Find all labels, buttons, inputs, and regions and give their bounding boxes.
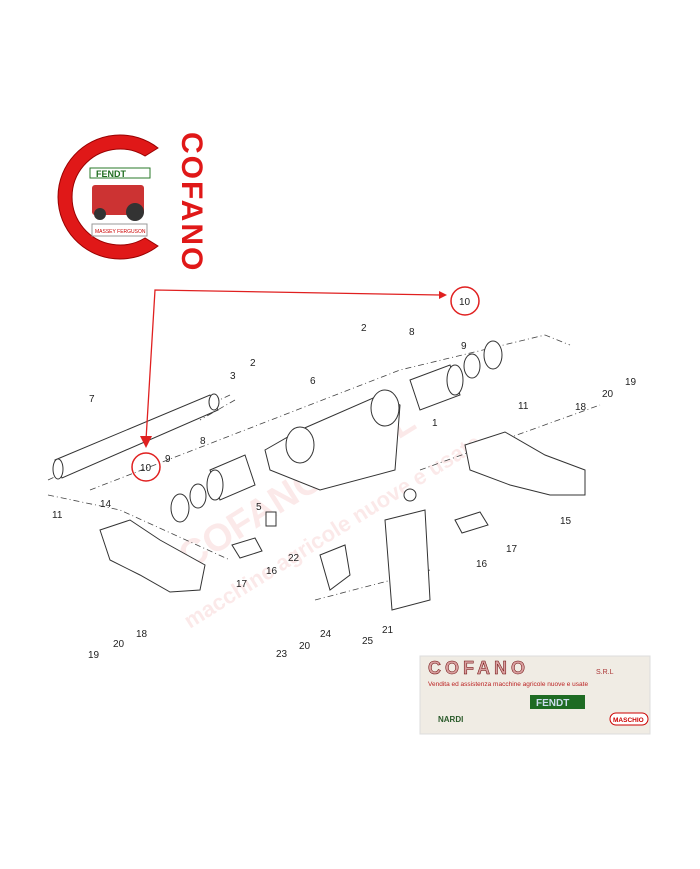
highlight-circle-top <box>450 286 480 316</box>
callout-17: 17 <box>506 544 518 555</box>
fendt-logo-text: FENDT <box>536 698 569 709</box>
mf-badge: MASSEY FERGUSON <box>95 229 146 235</box>
callout-6: 6 <box>310 376 316 387</box>
cylinder <box>384 488 431 611</box>
bushing-part-8-left <box>206 454 256 501</box>
cofano-logo: FENDT MASSEY FERGUSON COFANO <box>57 132 208 272</box>
callout-2: 2 <box>361 323 367 334</box>
callout-18: 18 <box>575 402 587 413</box>
lift-arm-part-14 <box>99 519 206 593</box>
callout-9: 9 <box>165 454 171 465</box>
callout-21: 21 <box>382 625 394 636</box>
banner-title: COFANO <box>428 658 529 678</box>
banner-tagline: Vendita ed assistenza macchine agricole … <box>428 681 588 688</box>
callout-20: 20 <box>299 641 311 652</box>
lift-arm-part-15 <box>464 431 586 496</box>
highlight-arrow <box>131 286 480 482</box>
callout-14: 14 <box>100 499 112 510</box>
bracket-part-21 <box>319 544 351 591</box>
callout-20: 20 <box>113 639 125 650</box>
callout-9: 9 <box>461 341 467 352</box>
washer-part-10-right <box>483 340 503 370</box>
callout-18: 18 <box>136 629 148 640</box>
cofano-banner: COFANO S.R.L Vendita ed assistenza macch… <box>419 655 651 735</box>
fendt-badge: FENDT <box>96 169 126 179</box>
callout-15: 15 <box>560 516 572 527</box>
pin-part-5 <box>265 511 277 527</box>
callout-5: 5 <box>256 502 262 513</box>
callout-19: 19 <box>625 377 637 388</box>
housing-part-1 <box>264 389 401 491</box>
banner-suffix: S.R.L <box>596 669 614 676</box>
fendt-logo <box>530 695 585 709</box>
callout-10: 10 <box>140 463 152 474</box>
nardi-logo: NARDI <box>438 715 463 724</box>
shaft-part-7 <box>52 393 220 480</box>
callout-11: 11 <box>52 510 63 521</box>
callout-7: 7 <box>89 394 95 405</box>
callout-16: 16 <box>266 566 278 577</box>
bushing-part-8-right <box>409 364 464 411</box>
callout-19: 19 <box>88 650 100 661</box>
pin-part-16-left <box>231 537 263 559</box>
callout-8: 8 <box>200 436 206 447</box>
callout-23: 23 <box>276 649 288 660</box>
callout-2: 2 <box>250 358 256 369</box>
ring-part-9-right <box>463 353 481 379</box>
logo-text: COFANO <box>175 132 208 272</box>
callout-10: 10 <box>459 297 471 308</box>
callout-16: 16 <box>476 559 488 570</box>
callout-20: 20 <box>602 389 614 400</box>
callout-1: 1 <box>432 418 438 429</box>
maschio-logo: MASCHIO <box>613 717 644 724</box>
callout-17: 17 <box>236 579 248 590</box>
callout-22: 22 <box>288 553 300 564</box>
callout-3: 3 <box>230 371 236 382</box>
callout-11: 11 <box>518 401 529 412</box>
callout-25: 25 <box>362 636 374 647</box>
washer-part-10-left <box>170 493 190 523</box>
callout-24: 24 <box>320 629 332 640</box>
highlight-circle-left <box>131 452 161 482</box>
pin-part-16-right <box>454 511 489 534</box>
ring-part-9-left <box>189 483 207 509</box>
callout-8: 8 <box>409 327 415 338</box>
